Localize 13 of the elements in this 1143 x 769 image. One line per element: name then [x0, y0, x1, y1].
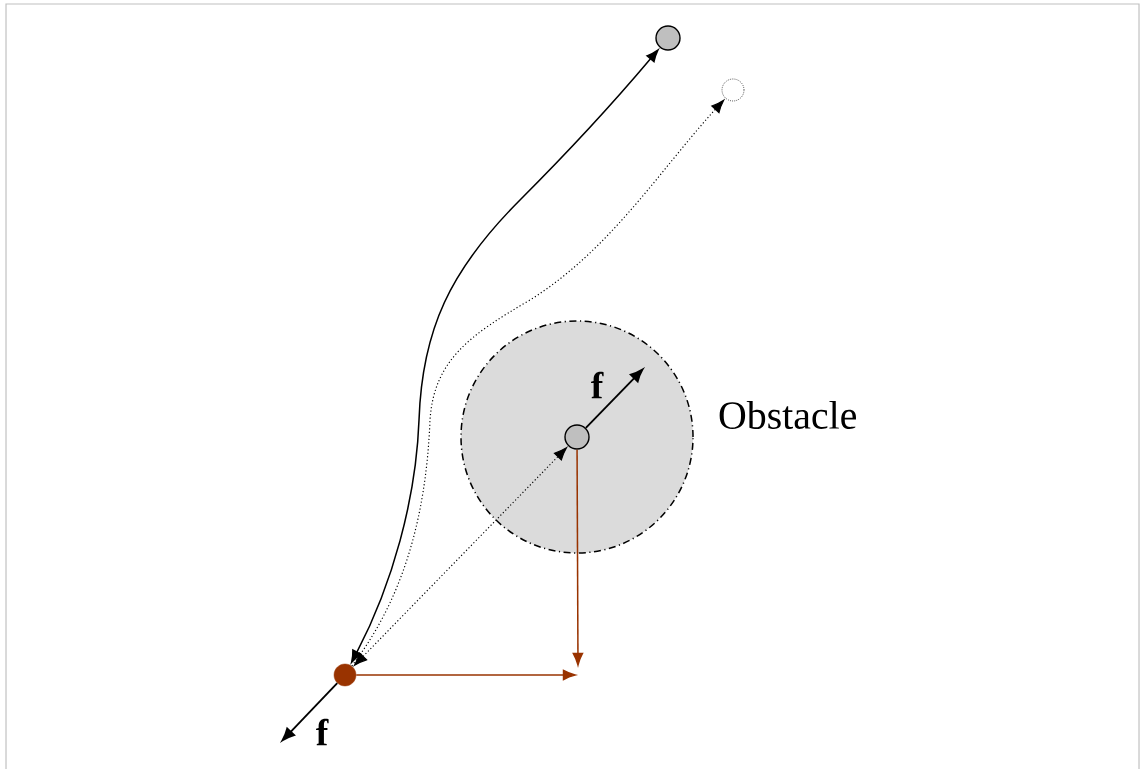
- trajectory-arrow: [350, 49, 659, 664]
- robot-dot: [333, 663, 357, 687]
- obstacle-circle: [460, 320, 694, 554]
- arrow: [572, 448, 584, 666]
- force-label: f: [316, 718, 329, 746]
- arrow: [353, 447, 568, 666]
- arrow: [355, 669, 576, 681]
- waypoint-circle: [564, 424, 590, 450]
- trajectory-arrow: [351, 99, 725, 667]
- goal-circle: [655, 25, 681, 51]
- goal-circle: [721, 78, 745, 102]
- force-label: f: [591, 371, 604, 399]
- obstacle-label: Obstacle: [719, 401, 856, 429]
